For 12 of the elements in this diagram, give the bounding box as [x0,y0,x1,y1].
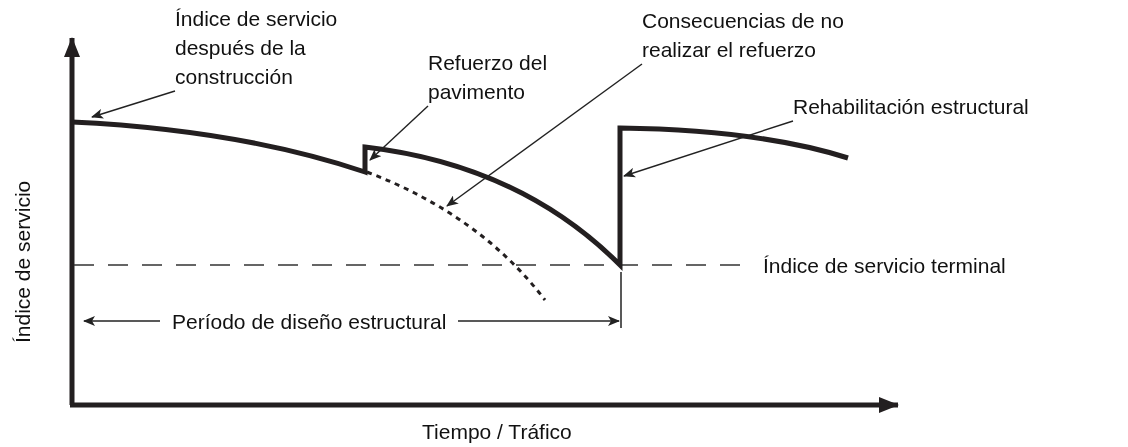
leader-line [446,63,643,207]
leader-line [623,120,794,178]
callout-text: Refuerzo del pavimento [428,48,568,106]
callout-text: Consecuencias de no realizar el refuerzo [642,6,882,64]
callout-text: Índice de servicio después de la construcción [175,4,390,91]
leader-line [91,90,176,119]
callout-text: Rehabilitación estructural [793,92,1029,121]
axis-title: Índice de servicio [10,180,35,343]
threshold-label: Índice de servicio terminal [763,253,1006,279]
axis-title: Tiempo / Tráfico [422,419,572,445]
dimension-label: Período de diseño estructural [172,309,447,335]
leader-line [369,105,429,161]
